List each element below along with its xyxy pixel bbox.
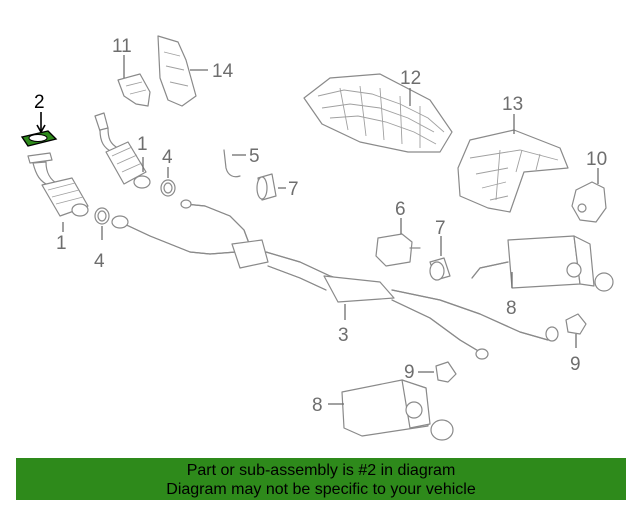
- part-8-muffler-upper: [471, 235, 614, 292]
- fitment-notice-banner: Part or sub-assembly is #2 in diagram Di…: [16, 458, 626, 500]
- part-9-hanger-right: [565, 313, 587, 335]
- callout-13: 13: [502, 94, 523, 115]
- part-12-heat-shield: [303, 73, 453, 153]
- callout-5: 5: [249, 146, 260, 167]
- part-2-gasket[interactable]: [20, 130, 58, 147]
- callout-8a: 8: [506, 298, 517, 319]
- callout-2: 2: [34, 92, 45, 113]
- callout-4a: 4: [162, 147, 173, 168]
- callout-7b: 7: [435, 218, 446, 239]
- banner-line-2: Diagram may not be specific to your vehi…: [166, 481, 476, 498]
- part-5-hanger: [223, 149, 241, 178]
- callout-6: 6: [395, 199, 406, 220]
- callout-9a: 9: [404, 362, 415, 383]
- banner-line-1: Part or sub-assembly is #2 in diagram: [186, 462, 456, 479]
- callout-14: 14: [212, 61, 234, 82]
- callout-12: 12: [400, 68, 421, 89]
- exhaust-system-diagram: 2 1 4 1 4 11 14: [20, 35, 614, 441]
- part-14-shield: [157, 35, 197, 107]
- part-7-isolator-upper: [256, 173, 277, 201]
- part-13-heat-shield: [457, 129, 569, 213]
- callout-1a: 1: [56, 233, 67, 254]
- part-1-converter-upper: [94, 112, 151, 189]
- callout-2-arrow: [36, 124, 46, 134]
- part-9-hanger-lower: [435, 361, 457, 383]
- callout-9b: 9: [570, 354, 581, 375]
- part-11-shield: [117, 73, 151, 107]
- callout-1b: 1: [137, 134, 148, 155]
- part-4-ring-upper: [160, 179, 176, 197]
- callout-11: 11: [112, 36, 132, 57]
- callout-3: 3: [338, 325, 349, 346]
- callout-7a: 7: [288, 179, 299, 200]
- callout-8b: 8: [312, 395, 323, 416]
- part-10-bracket: [571, 181, 607, 223]
- callout-4b: 4: [94, 251, 105, 272]
- part-7-isolator-lower: [429, 257, 451, 281]
- part-3-exhaust-pipe: [111, 199, 559, 360]
- part-8-muffler-lower: [341, 379, 454, 441]
- part-4-ring-left: [94, 207, 110, 225]
- part-1-converter-left: [27, 152, 89, 217]
- callout-10: 10: [586, 149, 607, 170]
- part-6-hanger-bracket: [375, 233, 421, 267]
